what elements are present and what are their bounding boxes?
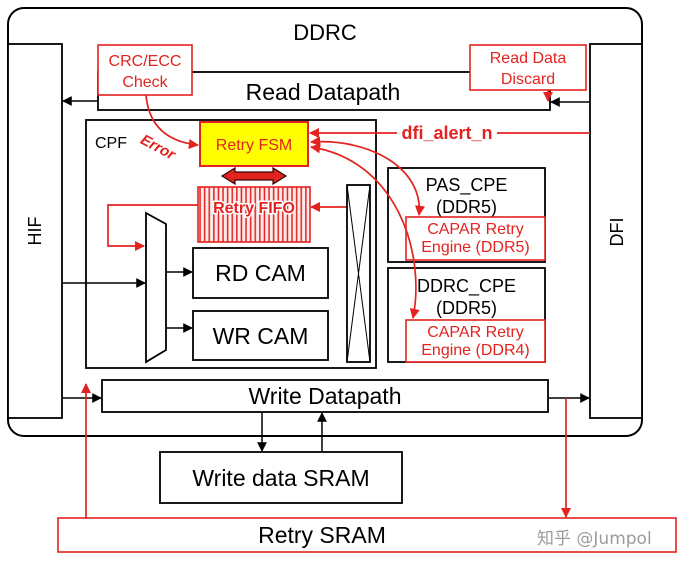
fsm-to-ddr4-engine-arrow: [309, 143, 420, 320]
retry-fifo-box: [197, 186, 311, 243]
pas-cpe-label-line1: PAS_CPE: [426, 175, 508, 196]
dfi-block: DFI: [589, 43, 643, 419]
crc-ecc-check-box: [97, 44, 193, 96]
retry-fifo-block: Retry FIFO: [197, 186, 311, 243]
read-data-discard-block: Read Data Discard: [469, 44, 587, 91]
capar-retry-engine-ddr4-label-line1: CAPAR Retry: [427, 324, 524, 341]
retry-fsm-block: Retry FSM: [199, 121, 309, 167]
capar-retry-engine-ddr5-box: [405, 216, 546, 261]
dfi-label: DFI: [607, 218, 627, 247]
fifo-to-mux-arrow: [107, 204, 198, 252]
read-data-discard-box: [469, 44, 587, 91]
retry-fsm-box: [199, 121, 309, 167]
dfi-alert-label: dfi_alert_n: [401, 123, 492, 143]
retry-fsm-label: Retry FSM: [216, 137, 292, 154]
write-datapath-label: Write Datapath: [249, 383, 402, 409]
capar-retry-engine-ddr5-label-line1: CAPAR Retry: [427, 221, 524, 238]
wr-cam-label: WR CAM: [213, 323, 309, 349]
read-datapath-label: Read Datapath: [246, 79, 401, 105]
capar-retry-engine-ddr5-label-line2: Engine (DDR5): [421, 239, 529, 256]
ddrc-cpe-label-line2: (DDR5): [436, 298, 497, 318]
write-data-sram-box: [159, 451, 403, 504]
watermark: 知乎 @Jumpol: [537, 529, 652, 549]
wr-cam-box: [192, 310, 329, 361]
ddrc-title: DDRC: [293, 20, 357, 45]
mux: [145, 211, 167, 364]
rd-cam-box: [192, 247, 329, 299]
read-data-discard-label-line1: Read Data: [490, 50, 567, 67]
capar-retry-engine-ddr4-box: [405, 319, 546, 363]
pas-cpe-label-line2: (DDR5): [436, 197, 497, 217]
retry-fifo-label: Retry FIFO: [213, 200, 295, 217]
hif-label: HIF: [25, 217, 45, 246]
write-datapath-block: Write Datapath: [101, 379, 549, 413]
ddrc-cpe-block: DDRC_CPE (DDR5) CAPAR Retry Engine (DDR4…: [387, 267, 546, 363]
fsm-fifo-link-arrow: [220, 166, 288, 186]
retry-sram-label: Retry SRAM: [258, 522, 386, 548]
retry-sram-box: [57, 517, 677, 553]
write-data-sram-block: Write data SRAM: [159, 451, 403, 504]
ddrc-cpe-label-line1: DDRC_CPE: [417, 276, 516, 297]
hif-block: HIF: [7, 43, 63, 419]
crc-ecc-check-label-line2: Check: [122, 74, 168, 91]
crc-ecc-check-block: CRC/ECC Check: [97, 44, 193, 96]
read-data-discard-label-line2: Discard: [501, 71, 555, 88]
rd-cam-block: RD CAM: [192, 247, 329, 299]
dfi-box: [589, 43, 643, 419]
capar-retry-engine-ddr4-label-line2: Engine (DDR4): [421, 342, 529, 359]
crc-ecc-check-label-line1: CRC/ECC: [109, 53, 182, 70]
write-datapath-box: [101, 379, 549, 413]
rd-cam-label: RD CAM: [215, 260, 306, 286]
hif-box: [7, 43, 63, 419]
cpf-label: CPF: [95, 135, 127, 152]
error-arrow: [145, 94, 200, 150]
wr-cam-block: WR CAM: [192, 310, 329, 361]
retry-sram-block: Retry SRAM: [57, 517, 677, 553]
write-data-sram-label: Write data SRAM: [192, 465, 369, 491]
crossbar-block: [346, 184, 371, 363]
